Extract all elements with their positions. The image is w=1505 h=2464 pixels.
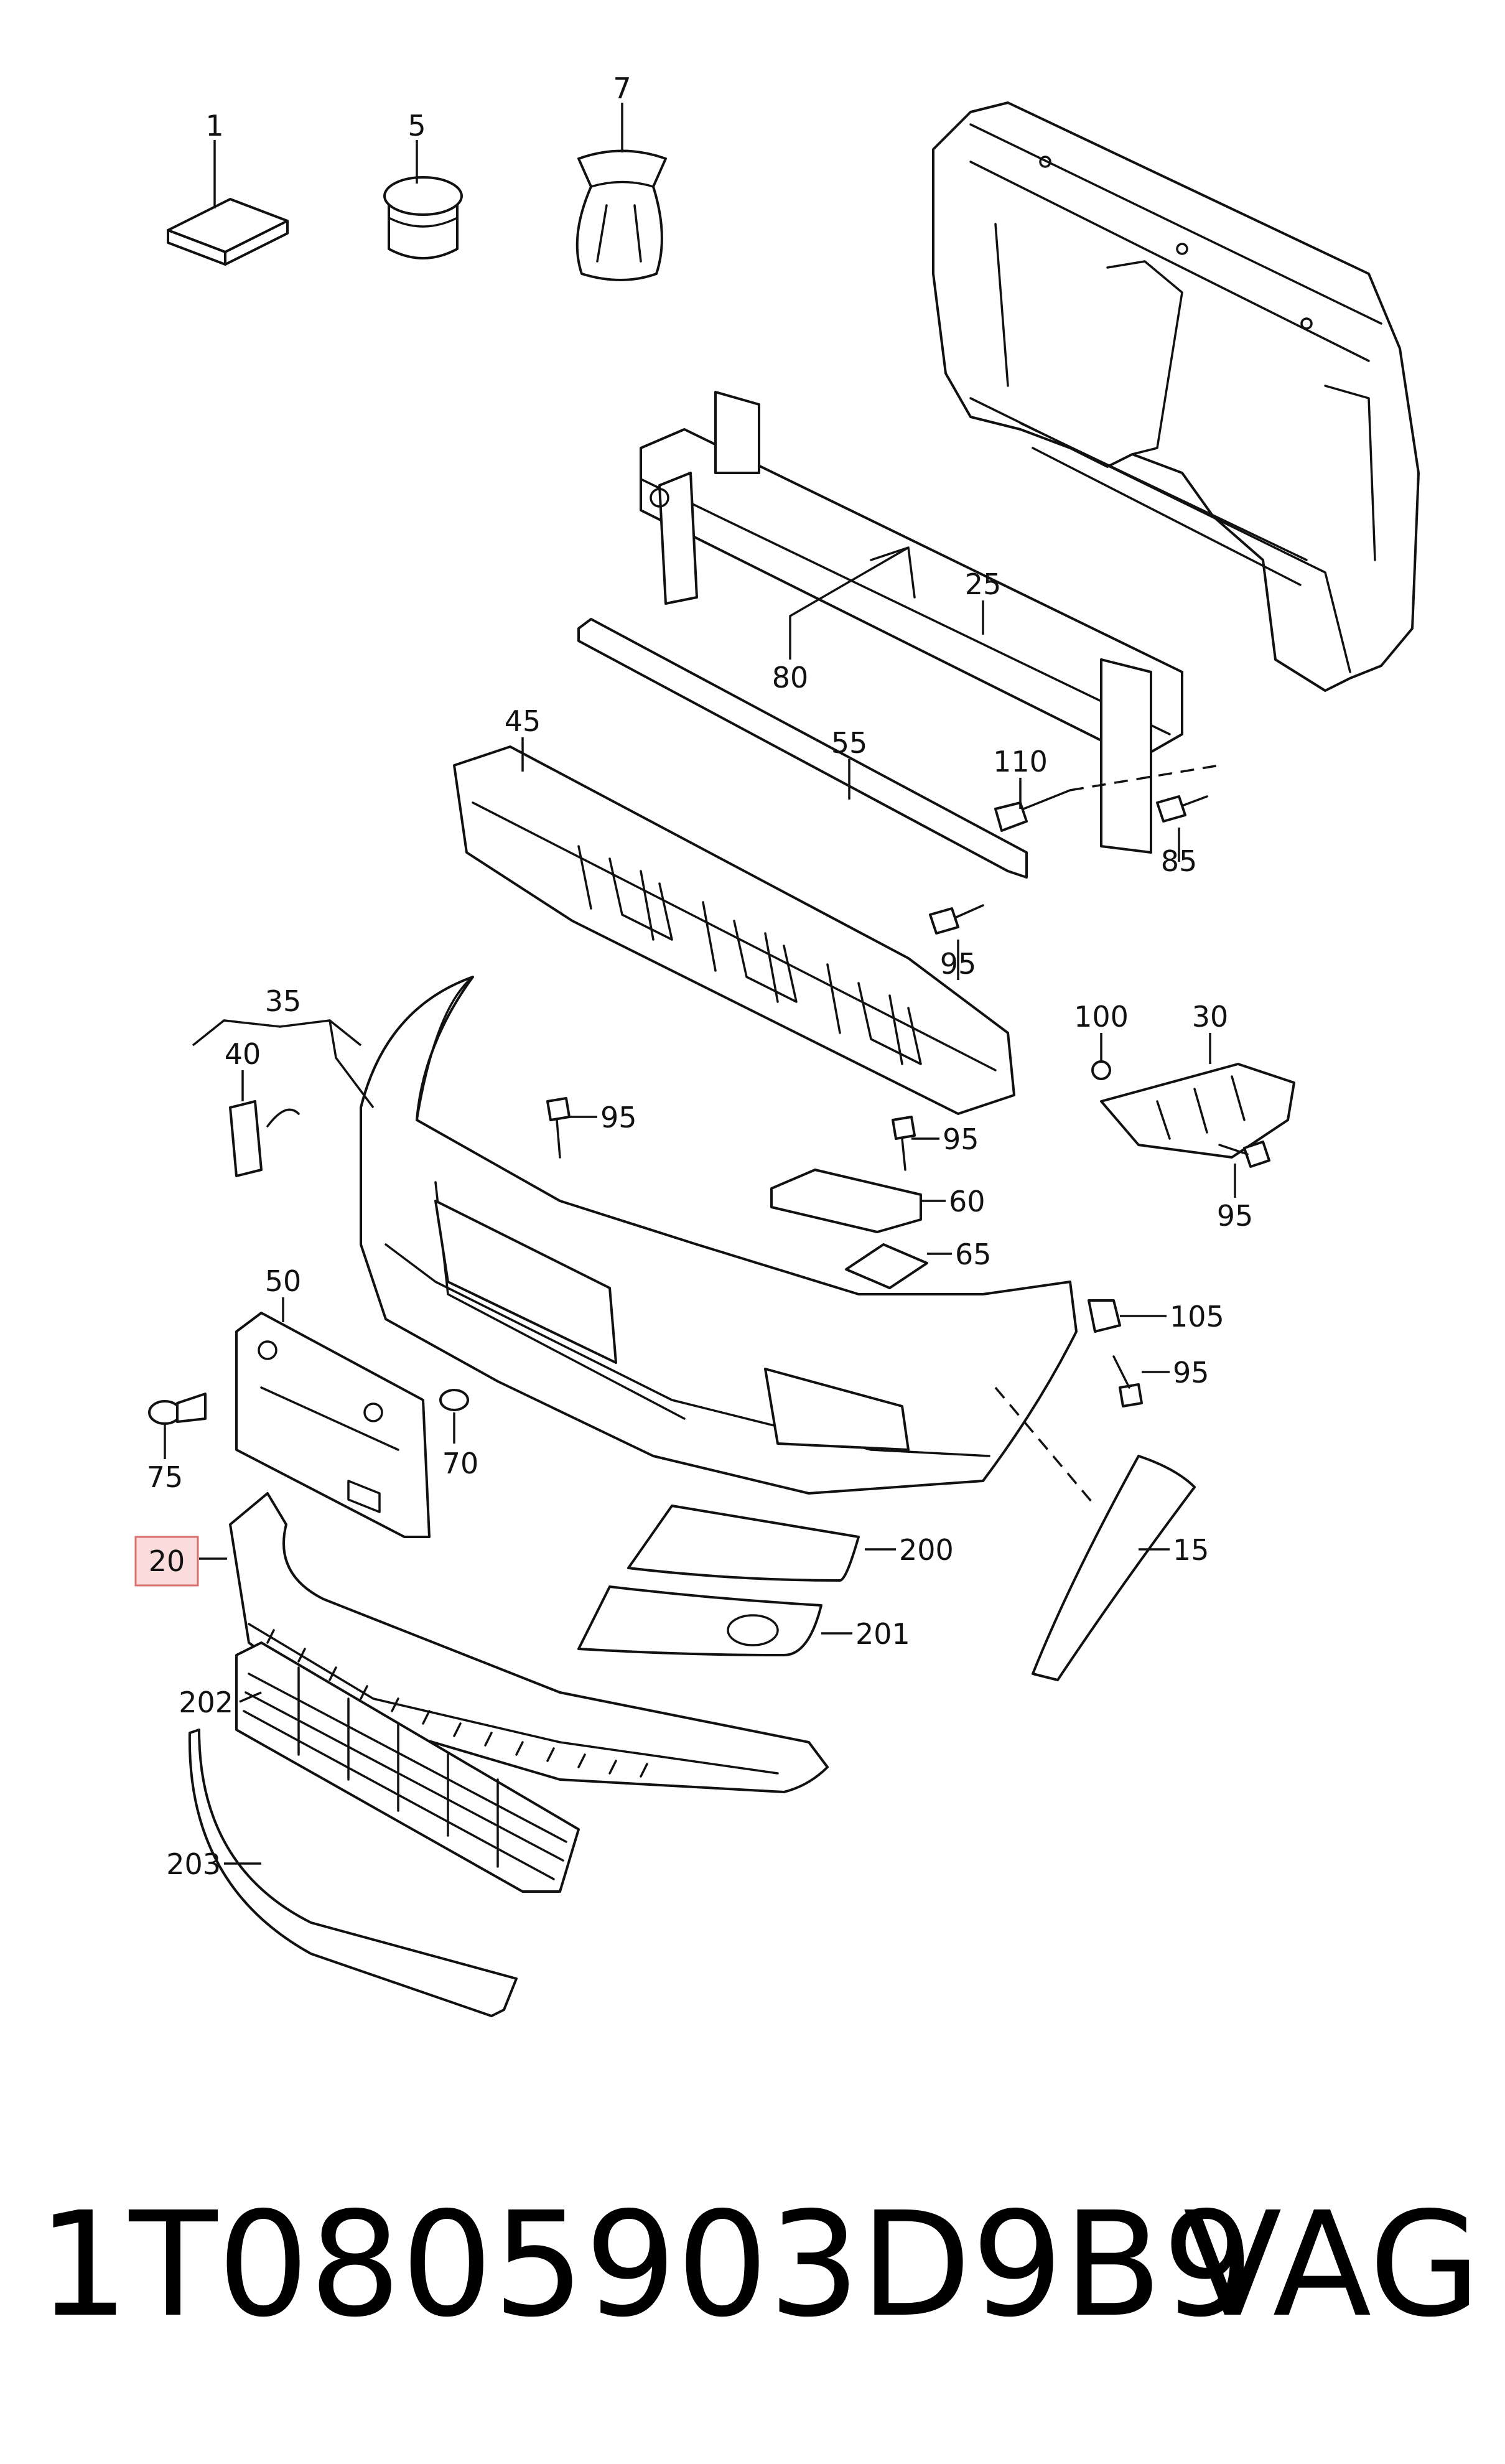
callout-110: 110 xyxy=(993,745,1048,778)
part-55-strip xyxy=(577,618,1028,879)
part-7-bag xyxy=(575,149,667,281)
callout-202: 202 xyxy=(179,1686,233,1719)
callout-80: 80 xyxy=(772,661,809,694)
screw-95-a xyxy=(929,904,984,935)
part-50-plate-holder xyxy=(235,1312,431,1538)
part-25-carrier xyxy=(932,101,1420,692)
callout-labels: 1 5 7 25 80 45 55 110 85 95 35 40 95 95 … xyxy=(147,72,1254,1881)
callout-201: 201 xyxy=(855,1617,910,1651)
callout-70: 70 xyxy=(442,1447,479,1480)
part-15-trim xyxy=(994,1386,1196,1681)
rivet-70 xyxy=(439,1389,469,1411)
callout-30: 30 xyxy=(1192,1000,1229,1034)
part-30-bracket xyxy=(1100,1063,1295,1159)
screw-95-d xyxy=(1218,1141,1270,1168)
callout-45: 45 xyxy=(505,704,541,738)
callout-1: 1 xyxy=(205,109,223,142)
screw-95-b xyxy=(546,1097,571,1159)
callout-75: 75 xyxy=(147,1460,184,1494)
part-45-absorber xyxy=(453,745,1015,1115)
footer-caption: 1T0805903D9B9 VAG xyxy=(37,2178,1481,2352)
brand-name: VAG xyxy=(1183,2181,1481,2349)
part-40-cap xyxy=(229,1100,300,1177)
part-60-bracket xyxy=(770,1169,922,1233)
screw-95-c xyxy=(892,1116,916,1171)
callout-60: 60 xyxy=(949,1185,985,1218)
screw-85 xyxy=(1156,795,1208,823)
callout-65: 65 xyxy=(955,1238,992,1271)
part-65-tape xyxy=(845,1243,928,1289)
rivet-75 xyxy=(148,1393,207,1425)
callout-35: 35 xyxy=(265,984,302,1018)
part-1-pad xyxy=(167,198,289,266)
screw-95-e xyxy=(1112,1355,1143,1407)
screw-110 xyxy=(994,764,1220,832)
clip-100 xyxy=(1091,1060,1111,1080)
part-202-grille xyxy=(235,1641,580,1893)
callout-200: 200 xyxy=(899,1533,954,1567)
callout-7: 7 xyxy=(613,72,631,105)
callout-95-e: 95 xyxy=(1173,1356,1209,1389)
callout-50: 50 xyxy=(265,1264,302,1298)
callout-55: 55 xyxy=(831,726,868,760)
callout-5: 5 xyxy=(408,109,426,142)
callout-20: 20 xyxy=(149,1544,185,1578)
callout-15: 15 xyxy=(1173,1533,1209,1567)
callout-100: 100 xyxy=(1074,1000,1129,1034)
part-201-fog-cover xyxy=(577,1585,822,1656)
bumper-cover xyxy=(360,976,1078,1495)
part-5-cap xyxy=(383,176,463,259)
callout-95-c: 95 xyxy=(943,1122,979,1156)
callout-85: 85 xyxy=(1161,844,1198,878)
callout-40: 40 xyxy=(225,1037,261,1071)
leader-lines xyxy=(164,103,1236,1865)
callout-105: 105 xyxy=(1170,1300,1224,1333)
callout-95-a: 95 xyxy=(940,947,977,981)
callout-95-d: 95 xyxy=(1217,1199,1254,1233)
clip-105 xyxy=(1088,1299,1121,1333)
part-200-cover xyxy=(627,1505,860,1582)
part-203-strip xyxy=(188,1729,518,2017)
callout-203: 203 xyxy=(166,1847,221,1881)
callout-25: 25 xyxy=(965,567,1002,601)
bumper-beam xyxy=(640,391,1183,854)
highlight-box-20 xyxy=(134,1536,199,1587)
callout-95-b: 95 xyxy=(600,1101,637,1134)
part-number: 1T0805903D9B9 xyxy=(37,2181,1254,2349)
